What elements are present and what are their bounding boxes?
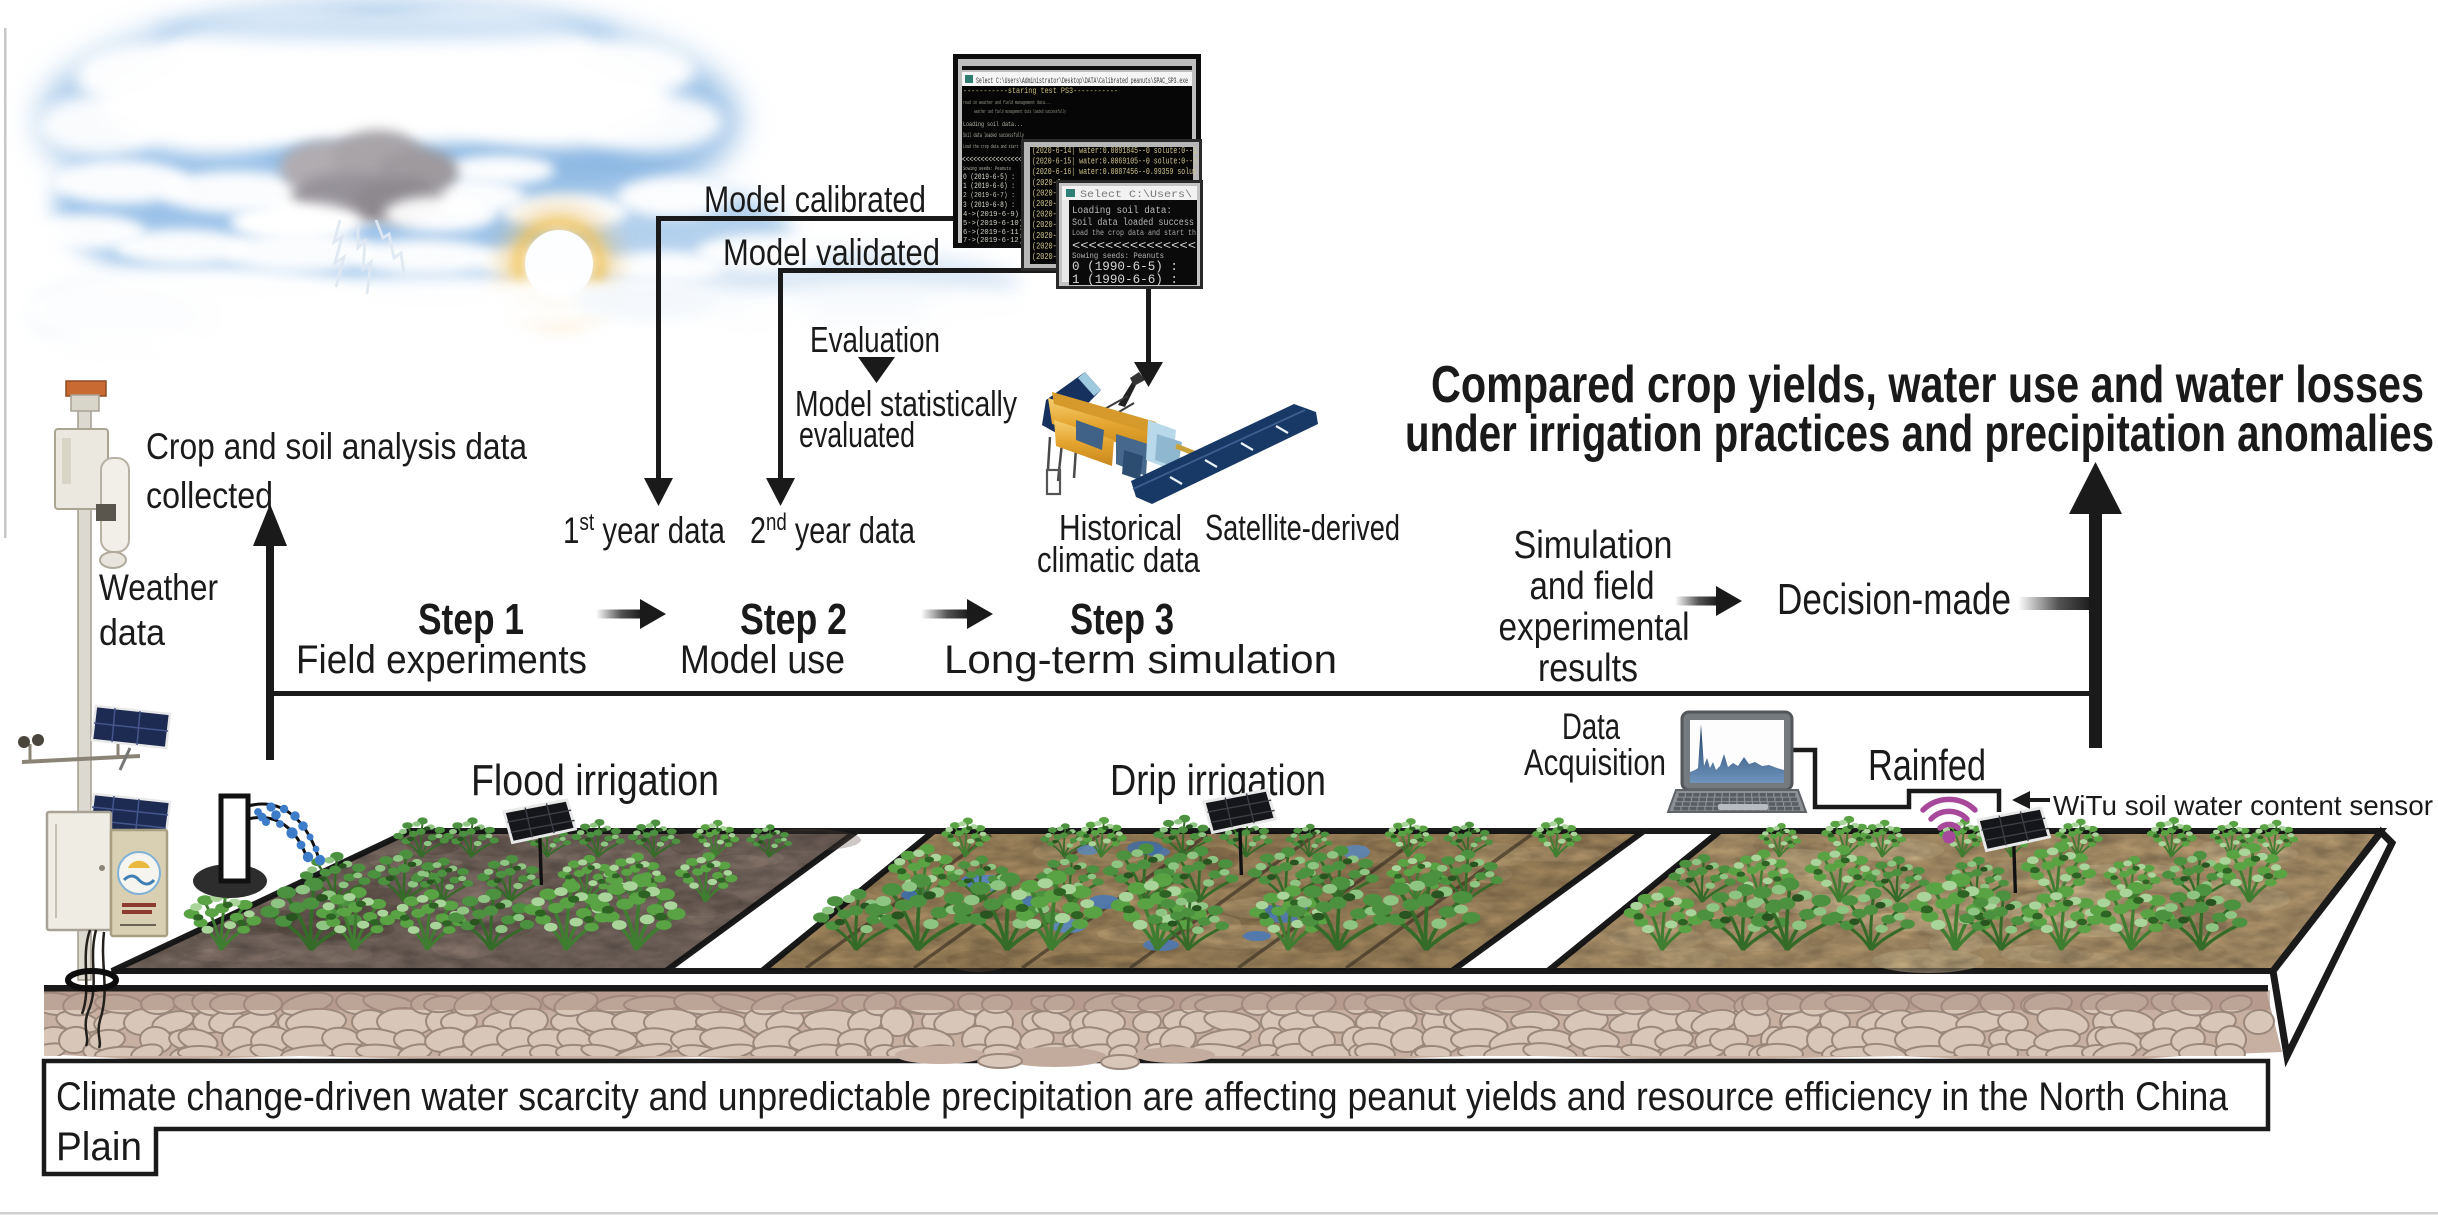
svg-text:Long-term simulation: Long-term simulation (944, 638, 1337, 682)
svg-text:experimental: experimental (1499, 606, 1690, 649)
svg-text:0 (1990-6-5) :: 0 (1990-6-5) : (1072, 260, 1178, 274)
svg-text:Select C:\Users\Administrator\: Select C:\Users\Administrator\Desktop\DA… (976, 76, 1188, 86)
svg-text:(2020-6-: (2020-6- (1032, 220, 1065, 230)
svg-text:Model use: Model use (680, 638, 845, 682)
svg-text:-----------staring test PS3---: -----------staring test PS3----------- (963, 86, 1118, 96)
svg-text:Load the crop data and start t: Load the crop data and start the simulat… (963, 143, 1050, 150)
svg-text:(2020-6-: (2020-6- (1032, 199, 1065, 209)
svg-text:read in weather and field mana: read in weather and field management dat… (963, 99, 1051, 106)
svg-text:(2020-6-15| water:0.0069105-: (2020-6-15| water:0.0069105--0 solute:0-… (1032, 157, 1197, 167)
svg-text:Loading soil data...: Loading soil data... (963, 121, 1023, 128)
svg-text:Flood irrigation: Flood irrigation (471, 756, 719, 805)
svg-text:Field experiments: Field experiments (296, 638, 587, 682)
svg-text:Select C:\Users\: Select C:\Users\ (1080, 189, 1192, 201)
svg-text:4->(2019-6-9): 4->(2019-6-9) (963, 211, 1019, 219)
svg-text:(2020-6-: (2020-6- (1032, 210, 1065, 220)
svg-text:Decision-made: Decision-made (1777, 575, 2011, 624)
svg-text:<<<<<<<<<<<<<<<: <<<<<<<<<<<<<<< (1072, 239, 1196, 253)
svg-text:Loading soil data:: Loading soil data: (1072, 205, 1172, 217)
svg-text:Step 3: Step 3 (1070, 595, 1174, 644)
svg-text:under irrigation practices and: under irrigation practices and precipita… (1405, 405, 2434, 463)
svg-text:0 (2019-6-5) :: 0 (2019-6-5) : (963, 173, 1015, 182)
svg-text:Drip irrigation: Drip irrigation (1110, 756, 1326, 805)
svg-text:and field: and field (1530, 565, 1655, 608)
svg-text:Satellite-derived: Satellite-derived (1205, 507, 1400, 548)
svg-text:(2020-6-: (2020-6- (1032, 231, 1065, 241)
svg-text:<<<<<<<<<<<<<<<<: <<<<<<<<<<<<<<<< (962, 155, 1022, 165)
svg-text:Historical: Historical (1059, 507, 1182, 548)
svg-text:data: data (99, 612, 165, 653)
svg-text:(2020-6-: (2020-6- (1032, 178, 1065, 188)
svg-text:6->(2019-6-11): 6->(2019-6-11) (963, 229, 1023, 237)
svg-text:1 (2019-6-6) :: 1 (2019-6-6) : (963, 182, 1015, 191)
svg-text:Sowing seeds: Peanuts: Sowing seeds: Peanuts (963, 165, 1011, 172)
svg-text:WiTu soil water content sensor: WiTu soil water content sensor (2053, 790, 2433, 821)
svg-text:Step 1: Step 1 (418, 595, 524, 644)
svg-text:3 (2019-6-8) :: 3 (2019-6-8) : (963, 201, 1015, 210)
svg-text:Simulation: Simulation (1514, 524, 1673, 567)
svg-text:Step 2: Step 2 (740, 595, 847, 644)
svg-text:Plain: Plain (56, 1125, 142, 1169)
svg-text:Sowing seeds: Peanuts: Sowing seeds: Peanuts (1072, 251, 1164, 261)
svg-text:climatic data: climatic data (1037, 539, 1201, 580)
svg-text:(2020-6-: (2020-6- (1032, 252, 1065, 262)
svg-text:Evaluation: Evaluation (810, 319, 940, 360)
svg-text:Model validated: Model validated (723, 232, 940, 273)
svg-text:Soil data loaded successfully: Soil data loaded successfully (963, 132, 1024, 139)
svg-text:Crop and soil analysis data: Crop and soil analysis data (146, 426, 527, 467)
svg-text:Compared crop yields, water us: Compared crop yields, water use and wate… (1431, 356, 2424, 414)
svg-text:(2020-6-: (2020-6- (1032, 241, 1065, 251)
svg-text:Model calibrated: Model calibrated (704, 179, 926, 220)
svg-text:(2020-6-: (2020-6- (1032, 188, 1065, 198)
svg-text:Acquisition: Acquisition (1524, 742, 1666, 783)
svg-text:Weather: Weather (99, 567, 218, 608)
svg-text:results: results (1538, 647, 1638, 690)
svg-text:Data: Data (1562, 706, 1620, 747)
svg-text:(2020-6-16| water:0.0087456-: (2020-6-16| water:0.0087456--0.99359 sol… (1032, 167, 1197, 177)
svg-text:Load the crop data and start t: Load the crop data and start th (1072, 228, 1196, 238)
svg-text:Soil data loaded success: Soil data loaded success (1072, 217, 1194, 229)
svg-text:7->(2019-6-12): 7->(2019-6-12) (963, 237, 1023, 245)
svg-text:collected: collected (146, 475, 273, 516)
svg-text:evaluated: evaluated (799, 414, 915, 455)
svg-text:Climate change-driven water sc: Climate change-driven water scarcity and… (56, 1075, 2229, 1119)
svg-text:Rainfed: Rainfed (1868, 741, 1986, 790)
svg-text:5->(2019-6-10): 5->(2019-6-10) (963, 220, 1023, 228)
svg-text:1 (1990-6-6) :: 1 (1990-6-6) : (1072, 273, 1178, 287)
svg-text:(2020-6-14| water:0.0091845-: (2020-6-14| water:0.0091845--0 solute:0-… (1032, 146, 1197, 156)
svg-text:Model statistically: Model statistically (795, 383, 1017, 424)
svg-text:2 (2019-6-7) :: 2 (2019-6-7) : (963, 192, 1015, 200)
svg-text:weather and field management d: weather and field management data loaded… (974, 109, 1066, 115)
